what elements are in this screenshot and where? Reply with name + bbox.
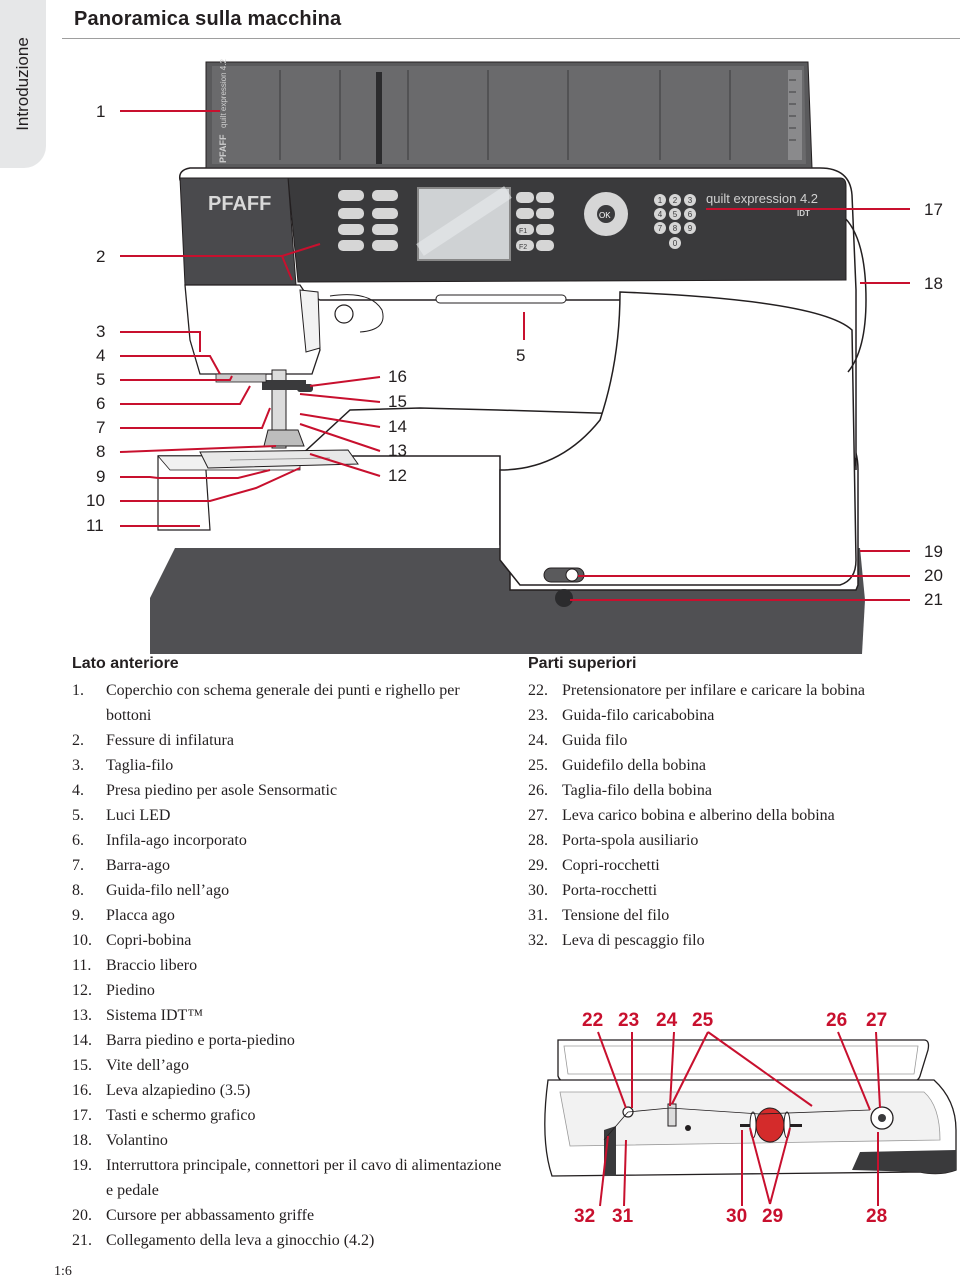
callout-28: 28 <box>866 1206 888 1227</box>
callout-29: 29 <box>762 1206 784 1227</box>
list-item: 8.Guida-filo nell’ago <box>72 882 230 899</box>
f2-key-label: F2 <box>519 244 527 251</box>
list-item: 29.Copri-rocchetti <box>528 857 660 874</box>
list-item: 10.Copri-bobina <box>72 932 192 949</box>
list-item: 13.Sistema IDT™ <box>72 1007 203 1024</box>
callout-15: 15 <box>388 392 407 411</box>
list-item: 14.Barra piedino e porta-piedino <box>72 1032 295 1049</box>
callout-19: 19 <box>924 542 943 561</box>
callout-32: 32 <box>574 1206 596 1227</box>
key-7[interactable]: 7 <box>658 224 663 233</box>
callout-16: 16 <box>388 367 407 386</box>
list-item: 17.Tasti e schermo grafico <box>72 1107 256 1124</box>
key-3[interactable]: 3 <box>688 196 693 205</box>
callout-21: 21 <box>924 590 943 609</box>
callout-14: 14 <box>388 417 407 436</box>
front-parts-list: 1.Coperchio con schema generale dei punt… <box>72 678 508 1253</box>
key-4[interactable]: 4 <box>658 210 663 219</box>
brand-logo: PFAFF <box>208 193 271 215</box>
callout-1: 1 <box>96 102 106 121</box>
f1-key-label: F1 <box>519 228 527 235</box>
number-keypad[interactable] <box>654 194 696 249</box>
list-item: 11.Braccio libero <box>72 957 198 974</box>
title-divider <box>62 38 960 39</box>
list-item: 28.Porta-spola ausiliario <box>528 832 699 849</box>
list-item: 12.Piedino <box>72 982 155 999</box>
key-0[interactable]: 0 <box>673 239 678 248</box>
list-item: 6.Infila-ago incorporato <box>72 832 247 849</box>
start-stop-button[interactable] <box>334 304 354 324</box>
navigation-dial[interactable]: OK <box>584 192 628 236</box>
list-item: 5.Luci LED <box>72 807 171 824</box>
callout-18: 18 <box>924 274 943 293</box>
callout-27: 27 <box>866 1010 888 1031</box>
list-item: 27.Leva carico bobina e alberino della b… <box>528 807 835 824</box>
page-number: 1:6 <box>54 1264 72 1279</box>
callout-3: 3 <box>96 322 106 341</box>
callout-30: 30 <box>726 1206 748 1227</box>
key-1[interactable]: 1 <box>658 196 663 205</box>
list-item: 19.Interruttora principale, connettori p… <box>72 1157 502 1199</box>
callout-24: 24 <box>656 1010 678 1031</box>
list-item: 22.Pretensionatore per infilare e carica… <box>528 682 865 699</box>
callout-13: 13 <box>388 441 407 460</box>
list-item: 16.Leva alzapiedino (3.5) <box>72 1082 251 1099</box>
callout-2: 2 <box>96 247 106 266</box>
list-item: 26.Taglia-filo della bobina <box>528 782 712 799</box>
list-item: 24.Guida filo <box>528 732 628 749</box>
list-item: 7.Barra-ago <box>72 857 170 874</box>
callout-22: 22 <box>582 1010 604 1031</box>
callout-26: 26 <box>826 1010 848 1031</box>
list-item: 1.Coperchio con schema generale dei punt… <box>72 682 460 724</box>
callout-12: 12 <box>388 466 407 485</box>
leader-lines <box>119 110 910 601</box>
list-item: 3.Taglia-filo <box>72 757 174 774</box>
callout-4: 4 <box>96 346 106 365</box>
callout-10: 10 <box>86 491 105 510</box>
list-item: 18.Volantino <box>72 1132 168 1149</box>
callout-25: 25 <box>692 1010 714 1031</box>
callout-17: 17 <box>924 200 943 219</box>
section-tab: Introduzione <box>0 0 46 168</box>
callout-6: 6 <box>96 394 106 413</box>
top-heading: Parti superiori <box>528 655 637 672</box>
idt-logo: IDT <box>797 209 810 218</box>
callout-8: 8 <box>96 442 106 461</box>
list-item: 30.Porta-rocchetti <box>528 882 658 899</box>
list-item: 20.Cursore per abbassamento griffe <box>72 1207 315 1224</box>
list-item: 9.Placca ago <box>72 907 175 924</box>
list-item: 21.Collegamento della leva a ginocchio (… <box>72 1232 375 1249</box>
button-panel[interactable] <box>338 190 554 251</box>
key-5[interactable]: 5 <box>673 210 678 219</box>
page-title: Panoramica sulla macchina <box>74 8 342 30</box>
callout-31: 31 <box>612 1206 634 1227</box>
callout-23: 23 <box>618 1010 640 1031</box>
callout-11: 11 <box>86 516 104 535</box>
front-heading: Lato anteriore <box>72 655 179 672</box>
key-2[interactable]: 2 <box>673 196 678 205</box>
key-8[interactable]: 8 <box>673 224 678 233</box>
list-item: 4.Presa piedino per asole Sensormatic <box>72 782 338 799</box>
list-item: 15.Vite dell’ago <box>72 1057 190 1074</box>
callout-9: 9 <box>96 467 106 486</box>
key-9[interactable]: 9 <box>688 224 693 233</box>
callout-5: 5 <box>96 370 106 389</box>
key-6[interactable]: 6 <box>688 210 693 219</box>
list-item: 2.Fessure di infilatura <box>72 732 234 749</box>
cover-model: quilt expression 4.2 <box>219 59 228 128</box>
list-item: 25.Guidefilo della bobina <box>528 757 706 774</box>
buttonhole-ruler <box>788 70 802 160</box>
callout-20: 20 <box>924 566 943 585</box>
list-item: 23.Guida-filo caricabobina <box>528 707 715 724</box>
cover-brand: PFAFF <box>218 134 228 163</box>
list-item: 31.Tensione del filo <box>528 907 670 924</box>
callout-7: 7 <box>96 418 106 437</box>
list-item: 32.Leva di pescaggio filo <box>528 932 705 949</box>
callout-led: 5 <box>516 346 526 365</box>
model-name: quilt expression 4.2 <box>706 191 818 206</box>
top-parts-list: 22.Pretensionatore per infilare e carica… <box>528 678 958 953</box>
ok-button-label: OK <box>599 211 611 220</box>
